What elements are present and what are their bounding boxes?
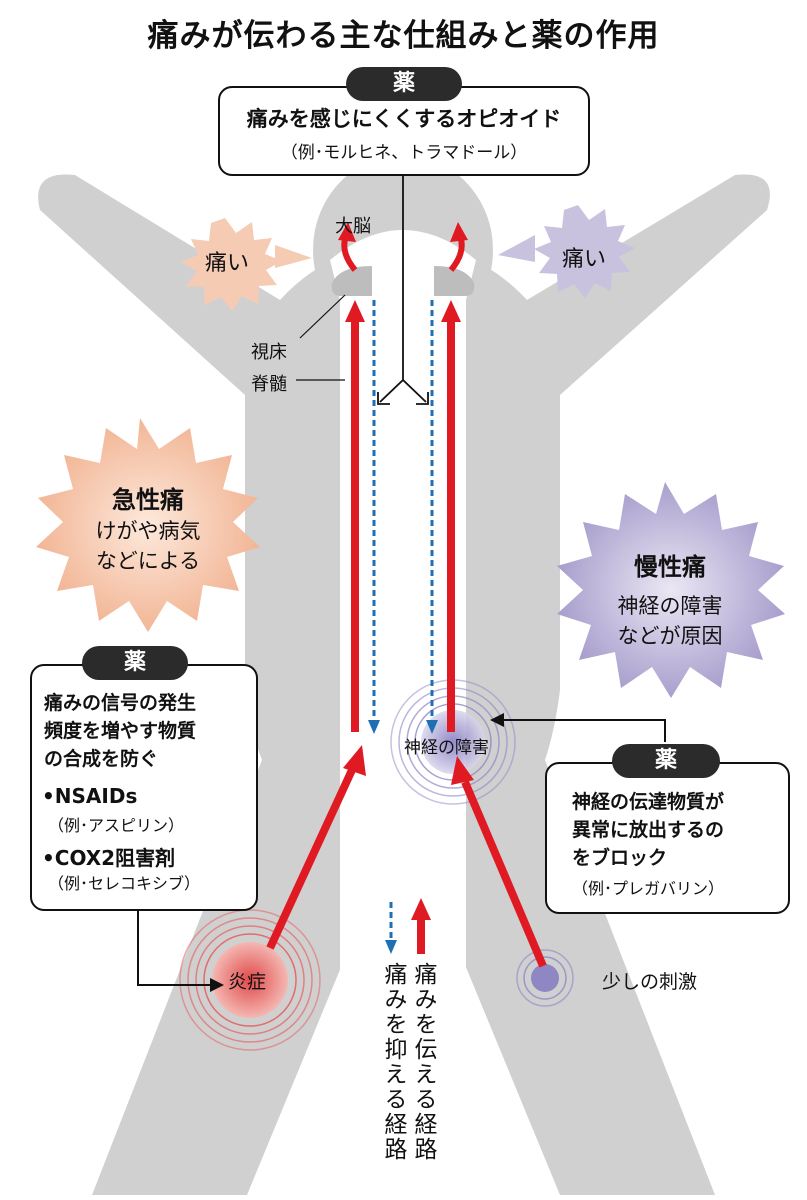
nsaid-line1: 痛みの信号の発生 bbox=[44, 692, 197, 714]
nsaid-box bbox=[30, 664, 258, 911]
thalamus-label: 視床 bbox=[251, 342, 287, 363]
legend-suppress-label: 痛みを抑える経路 bbox=[380, 962, 406, 1162]
small-stimulus-label: 少しの刺激 bbox=[602, 971, 698, 993]
suppress-pathway bbox=[368, 300, 438, 734]
cerebrum-label: 大脳 bbox=[335, 216, 371, 237]
nerve-damage-core bbox=[421, 710, 485, 774]
inflammation-label: 炎症 bbox=[228, 971, 267, 993]
nsaid-item1-example: （例･アスピリン） bbox=[48, 816, 185, 835]
opioid-line2: （例･モルヒネ、トラマドール） bbox=[280, 143, 528, 163]
chronic-title: 慢性痛 bbox=[634, 553, 706, 581]
nsaid-item2: •COX2阻害剤 bbox=[42, 846, 176, 870]
opioid-badge: 薬 bbox=[346, 67, 462, 101]
pain-left-label: 痛い bbox=[205, 251, 250, 276]
nsaid-badge: 薬 bbox=[82, 646, 188, 680]
pregabalin-line1: 神経の伝達物質が bbox=[572, 791, 725, 813]
acute-line2: などによる bbox=[95, 549, 201, 573]
thalamus-left bbox=[331, 266, 372, 296]
opioid-connector bbox=[377, 176, 429, 405]
spinal-cord-label: 脊髄 bbox=[251, 374, 287, 395]
acute-title: 急性痛 bbox=[112, 486, 184, 514]
pregabalin-line2: 異常に放出するの bbox=[572, 819, 725, 841]
nerve-damage-label: 神経の障害 bbox=[404, 738, 489, 758]
transmit-pathway bbox=[345, 300, 461, 732]
pregabalin-example: （例･プレガバリン） bbox=[572, 879, 725, 898]
nsaid-line3: の合成を防ぐ bbox=[44, 748, 159, 770]
pain-burst-left bbox=[181, 218, 282, 311]
pain-right-label: 痛い bbox=[562, 247, 607, 272]
pain-burst-right bbox=[534, 205, 635, 298]
opioid-line1: 痛みを感じにくくするオピオイド bbox=[246, 107, 562, 131]
inflammation-rings bbox=[179, 909, 321, 1051]
nsaid-item1: •NSAIDs bbox=[42, 784, 138, 808]
chronic-pain-burst bbox=[557, 482, 785, 698]
stimulus-arrow bbox=[461, 780, 547, 968]
thalamus-right bbox=[434, 266, 475, 296]
chronic-line1: 神経の障害 bbox=[617, 594, 723, 618]
inflammation-core bbox=[212, 942, 288, 1018]
legend-transmit-arrow bbox=[411, 898, 431, 954]
inflammation-arrow bbox=[266, 768, 356, 950]
acute-pain-burst bbox=[36, 418, 260, 632]
legend-transmit-label: 痛みを伝える経路 bbox=[410, 962, 436, 1162]
page-title: 痛みが伝わる主な仕組みと薬の作用 bbox=[147, 18, 660, 54]
legend-suppress-arrow bbox=[385, 902, 397, 954]
small-stimulus-rings bbox=[516, 949, 574, 1007]
acute-line1: けがや病気 bbox=[95, 519, 201, 543]
small-stimulus-core bbox=[531, 964, 559, 992]
nsaid-line2: 頻度を増やす物質 bbox=[44, 720, 197, 742]
pregabalin-line3: をブロック bbox=[572, 847, 668, 869]
chronic-line2: などが原因 bbox=[617, 624, 723, 648]
nsaid-item2-example: （例･セレコキシブ） bbox=[48, 874, 201, 893]
pregabalin-badge: 薬 bbox=[612, 744, 720, 778]
pregabalin-box bbox=[545, 762, 790, 914]
